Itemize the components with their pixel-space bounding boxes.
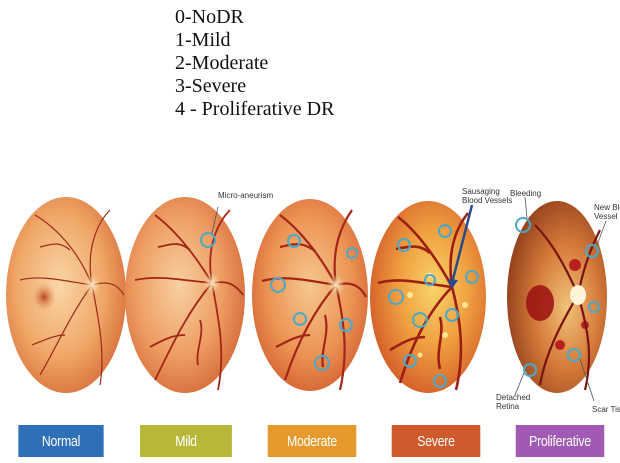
stage-label-moderate-text: Moderate [287,433,337,450]
stage-label-normal: Normal [18,425,103,457]
grade-0: 0-NoDR [175,6,334,29]
grade-3: 3-Severe [175,75,334,98]
annotation-bleeding: Bleeding [510,189,541,198]
retina-severe [370,201,486,393]
stage-label-moderate: Moderate [268,425,357,457]
retina-svg [0,185,620,425]
annotation-sausaging-line1: Sausaging [462,187,512,196]
stage-label-severe: Severe [392,425,481,457]
annotation-sausaging: Sausaging Blood Vessels [462,187,512,205]
annotation-new-vessels-line1: New Blo [594,203,620,212]
annotation-new-vessels-line2: Vessel [594,212,620,221]
retina-illustrations: Micro-aneurism Sausaging Blood Vessels B… [0,185,620,445]
stage-label-proliferative: Proliferative [516,425,605,457]
retina-mild [125,197,245,393]
retina-moderate [252,199,368,391]
grade-list: 0-NoDR 1-Mild 2-Moderate 3-Severe 4 - Pr… [175,6,334,121]
stage-label-normal-text: Normal [42,433,80,450]
annotation-micro-aneurism: Micro-aneurism [218,191,273,200]
grade-4: 4 - Proliferative DR [175,98,334,121]
stage-label-mild: Mild [140,425,232,457]
grade-1: 1-Mild [175,29,334,52]
annotation-detached-line2: Retina [496,402,530,411]
retina-proliferative [507,197,607,401]
annotation-new-vessels: New Blo Vessel [594,203,620,221]
annotation-sausaging-line2: Blood Vessels [462,196,512,205]
stage-label-mild-text: Mild [175,433,197,450]
stage-label-severe-text: Severe [417,433,455,450]
retina-normal [6,197,126,393]
stage-label-proliferative-text: Proliferative [529,433,591,450]
annotation-detached-retina: Detached Retina [496,393,530,411]
annotation-detached-line1: Detached [496,393,530,402]
annotation-scar-tissue: Scar Tiss [592,405,620,414]
grade-2: 2-Moderate [175,52,334,75]
